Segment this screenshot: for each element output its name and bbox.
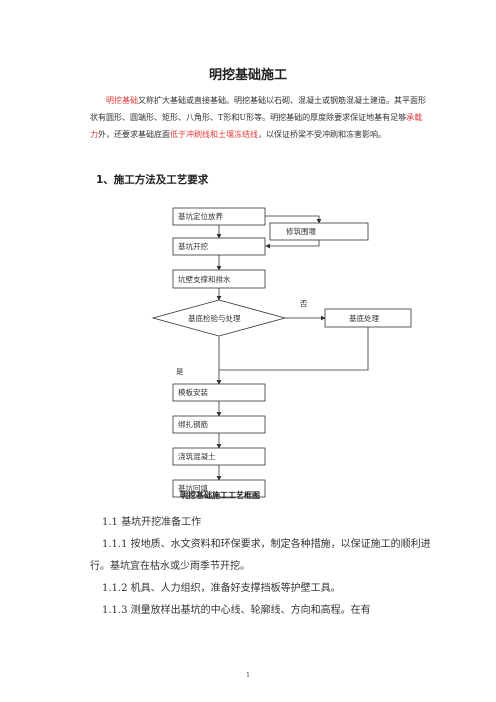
body-section: 1.1 基坑开挖准备工作 1.1.1 按地质、水文资料和环保要求，制定各种措施，… xyxy=(90,512,432,622)
paragraph-1-1-2: 1.1.2 机具、人力组织，准备好支撑挡板等护壁工具。 xyxy=(102,583,341,594)
intro-text-3: ，以保证桥梁不受冲刷和冻害影响。 xyxy=(258,130,386,139)
flow-yes-label: 是 xyxy=(176,367,184,376)
flow-label-cofferdam: 修筑围堰 xyxy=(286,226,316,236)
term-chongshuaxian[interactable]: 低于冲刷线和土壤冻结线 xyxy=(170,130,258,139)
flow-label-formwork: 模板安装 xyxy=(178,387,208,397)
intro-text-2: 外，还要求基础底面 xyxy=(98,130,170,139)
flow-node-support-drainage xyxy=(172,269,266,289)
intro-text-1: 又称扩大基础或直接基础。明挖基础以石砌、混凝土或钢筋混凝土建造。其平面形状有圆形… xyxy=(90,96,426,122)
flow-node-rebar xyxy=(172,415,266,434)
flow-label-inspection: 基底检验与处理 xyxy=(188,313,241,323)
flow-label-excavation: 基坑开挖 xyxy=(178,241,208,251)
flow-node-concrete xyxy=(172,447,266,466)
intro-paragraph: 明挖基础又称扩大基础或直接基础。明挖基础以石砌、混凝土或钢筋混凝土建造。其平面形… xyxy=(90,92,428,143)
flow-node-base-treatment xyxy=(324,308,412,328)
flowchart-caption: 明挖基础施工工艺框图 xyxy=(180,491,260,500)
page-title: 明挖基础施工 xyxy=(208,68,287,83)
flow-label-concrete: 浇筑混凝土 xyxy=(178,451,216,461)
paragraph-1-1-1: 1.1.1 按地质、水文资料和环保要求，制定各种措施，以保证施工的顺利进行。基坑… xyxy=(90,539,431,572)
flow-node-positioning xyxy=(172,207,266,226)
term-chengzaili[interactable]: 承载力 xyxy=(90,113,423,139)
subheading-1-1: 1.1 基坑开挖准备工作 xyxy=(102,517,202,528)
flow-label-positioning: 基坑定位放养 xyxy=(178,211,223,221)
flow-node-excavation xyxy=(172,237,266,256)
flow-label-rebar: 绑扎钢筋 xyxy=(178,419,208,429)
section-heading: 1、施工方法及工艺要求 xyxy=(96,174,209,186)
flow-label-support-drainage: 坑壁支撑和排水 xyxy=(178,274,231,284)
flow-node-backfill xyxy=(172,479,266,498)
flow-label-base-treatment: 基底处理 xyxy=(349,313,379,323)
flow-node-formwork xyxy=(172,383,266,402)
flow-no-label: 否 xyxy=(300,299,308,308)
term-mingwa-jichu[interactable]: 明挖基础 xyxy=(106,96,138,105)
flow-label-backfill: 基坑回填 xyxy=(178,483,208,493)
page-number: 1 xyxy=(246,672,250,679)
flow-node-inspection-diamond xyxy=(151,299,287,337)
flow-node-cofferdam xyxy=(269,222,369,241)
paragraph-1-1-3: 1.1.3 测量放样出基坑的中心线、轮廓线、方向和高程。在有 xyxy=(102,605,371,616)
